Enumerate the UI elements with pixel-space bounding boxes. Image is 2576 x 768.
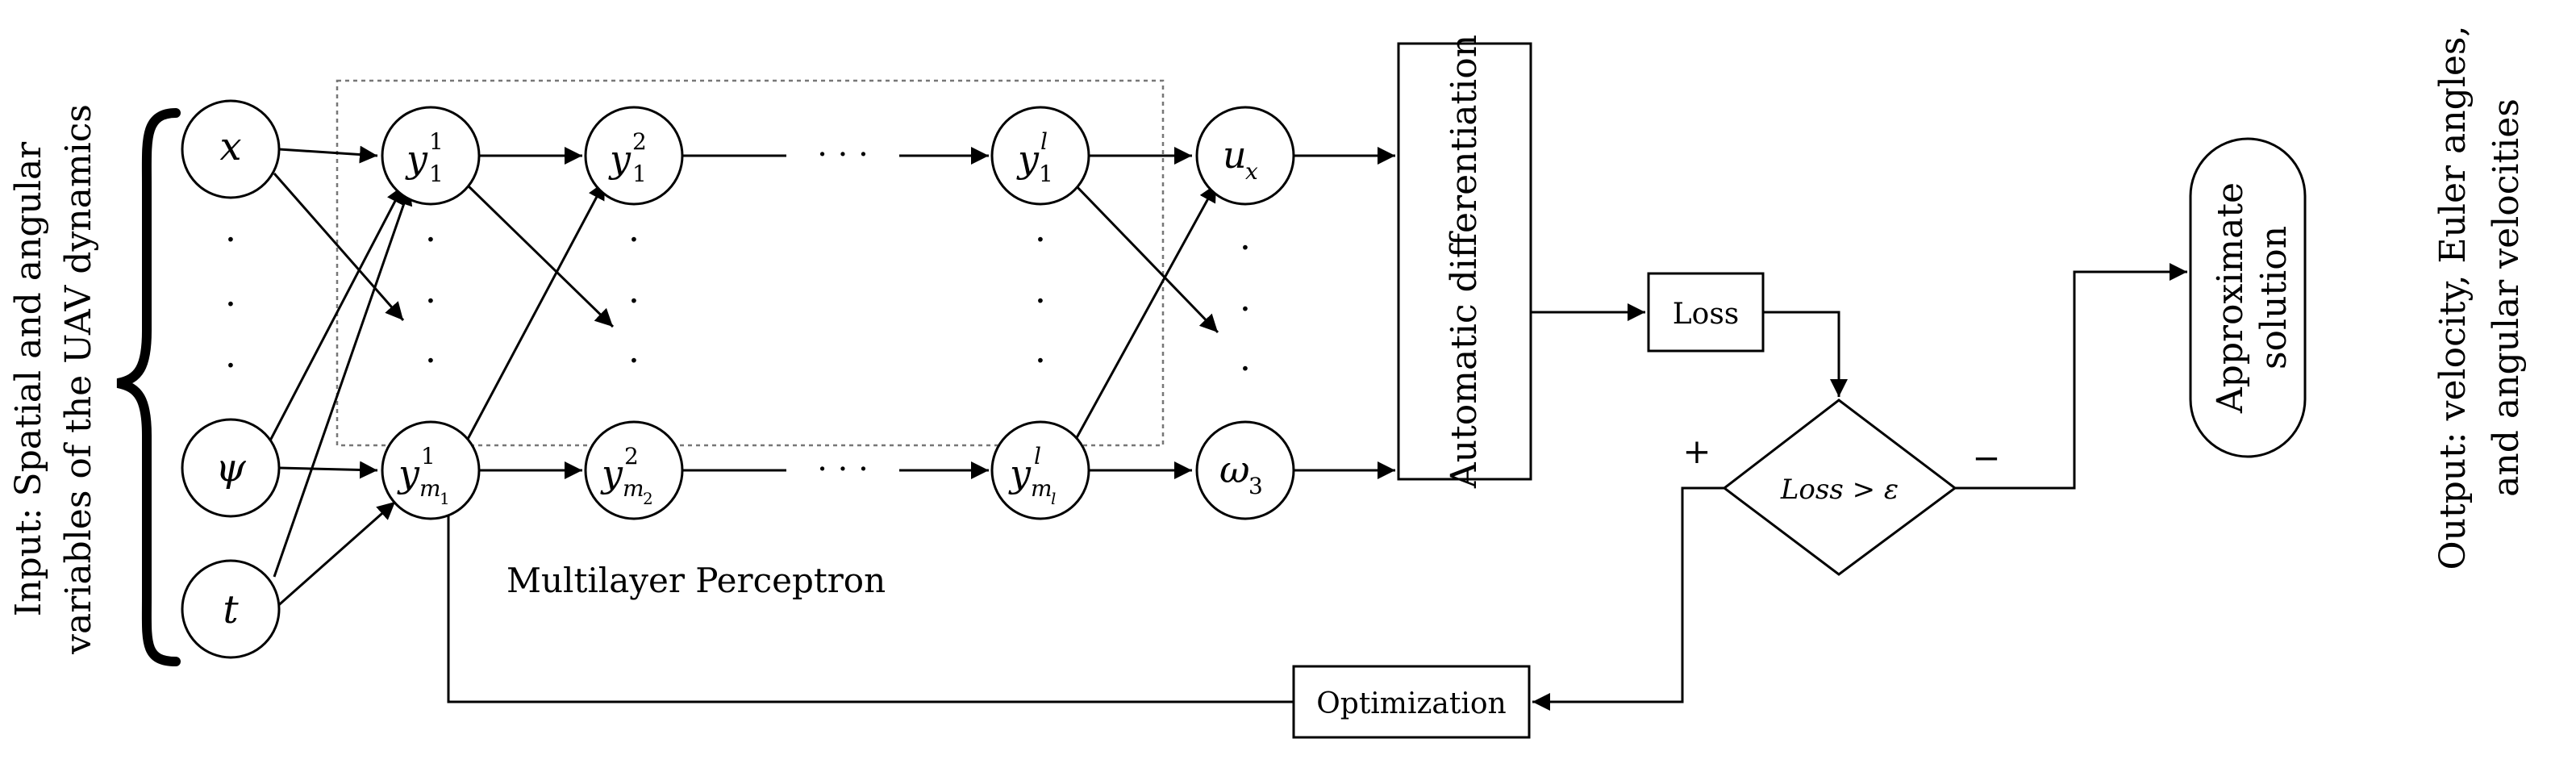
approx-solution-line1: Approximate	[2210, 182, 2251, 414]
svg-text:ω: ω	[1219, 448, 1250, 491]
svg-text:·: ·	[225, 219, 236, 261]
hidden-layer-l-dots: · · ·	[1035, 219, 1046, 382]
svg-text:·: ·	[225, 284, 236, 325]
decision-label: Loss > ε	[1780, 474, 1899, 506]
svg-text:·: ·	[628, 340, 640, 382]
svg-text:·: ·	[628, 219, 640, 261]
svg-text:·: ·	[1035, 281, 1046, 322]
svg-text:·: ·	[1240, 349, 1251, 390]
svg-text:·: ·	[628, 281, 640, 322]
svg-text:1: 1	[1039, 161, 1053, 187]
plus-sign: +	[1682, 432, 1711, 471]
svg-text:t: t	[223, 587, 239, 632]
output-node-ux: u x	[1195, 106, 1295, 206]
minus-sign: −	[1972, 438, 2000, 478]
output-dots: · · ·	[1240, 227, 1251, 390]
output-node-omega3: ω 3	[1195, 420, 1295, 520]
layer-ellipsis-top: · · ·	[817, 136, 869, 173]
svg-text:1: 1	[440, 489, 450, 508]
auto-diff-label: Automatic differentiation	[1444, 35, 1485, 489]
svg-text:1: 1	[429, 161, 444, 187]
svg-text:2: 2	[632, 128, 647, 155]
svg-text:x: x	[1245, 158, 1258, 185]
svg-text:y: y	[397, 452, 420, 495]
auto-diff-box	[1397, 42, 1532, 481]
hidden-node-y2-1: y 2 1	[584, 106, 684, 206]
layer-ellipsis-bottom: · · ·	[817, 451, 869, 488]
hidden-layer2-dots: · · ·	[628, 219, 640, 382]
output-label-line2: and angular velocities	[2486, 98, 2527, 497]
svg-text:y: y	[1016, 137, 1040, 181]
svg-text:x: x	[219, 124, 241, 169]
loss-label: Loss	[1673, 298, 1740, 331]
svg-text:·: ·	[425, 281, 436, 322]
input-node-x: x	[181, 99, 281, 199]
decision-diamond	[1722, 399, 1957, 576]
approx-solution-box	[2189, 137, 2307, 458]
hidden-node-y2-m2: y 2 m 2	[584, 420, 684, 520]
svg-text:y: y	[405, 137, 428, 181]
output-label-line1: Output: velocity, Euler angles,	[2432, 26, 2474, 570]
svg-text:·: ·	[1240, 289, 1251, 330]
svg-text:y: y	[600, 452, 623, 495]
svg-text:2: 2	[624, 443, 639, 470]
input-node-psi: ψ	[181, 418, 281, 518]
svg-text:l: l	[1040, 128, 1048, 155]
svg-text:l: l	[1051, 489, 1056, 508]
svg-text:u: u	[1223, 133, 1247, 177]
mlp-dashed-region	[336, 79, 1165, 447]
svg-text:3: 3	[1248, 473, 1263, 499]
svg-text:y: y	[608, 137, 631, 181]
approx-solution-line2: solution	[2253, 226, 2295, 369]
hidden-node-y1-m1: y 1 m 1	[381, 420, 481, 520]
svg-text:·: ·	[425, 219, 436, 261]
hidden-node-y1-1: y 1 1	[381, 106, 481, 206]
svg-text:m: m	[623, 475, 644, 502]
svg-text:m: m	[1031, 475, 1052, 502]
optimization-box	[1292, 665, 1531, 739]
svg-text:1: 1	[421, 443, 436, 470]
input-label-line2: variables of the UAV dynamics	[58, 104, 99, 655]
svg-text:·: ·	[1035, 340, 1046, 382]
svg-text:2: 2	[643, 489, 653, 508]
svg-text:1: 1	[429, 128, 444, 155]
hidden-node-yl-1: y l 1	[990, 106, 1090, 206]
input-brace	[116, 108, 181, 666]
svg-text:ψ: ψ	[215, 445, 247, 490]
mlp-label: Multilayer Perceptron	[506, 561, 886, 600]
hidden-layer1-dots: · · ·	[425, 219, 436, 382]
svg-text:m: m	[419, 475, 441, 502]
input-dots: · · ·	[225, 219, 236, 386]
loss-box	[1647, 272, 1765, 353]
svg-text:·: ·	[425, 340, 436, 382]
svg-text:·: ·	[1035, 219, 1046, 261]
svg-text:l: l	[1034, 443, 1041, 470]
svg-text:y: y	[1008, 452, 1032, 495]
network-connections	[268, 145, 2187, 711]
hidden-node-yl-ml: y l m l	[990, 420, 1090, 520]
svg-text:·: ·	[225, 345, 236, 386]
svg-text:1: 1	[632, 161, 647, 187]
input-label-line1: Input: Spatial and angular	[8, 141, 49, 616]
optimization-label: Optimization	[1316, 687, 1506, 720]
svg-text:·: ·	[1240, 227, 1251, 269]
input-node-t: t	[181, 559, 281, 659]
